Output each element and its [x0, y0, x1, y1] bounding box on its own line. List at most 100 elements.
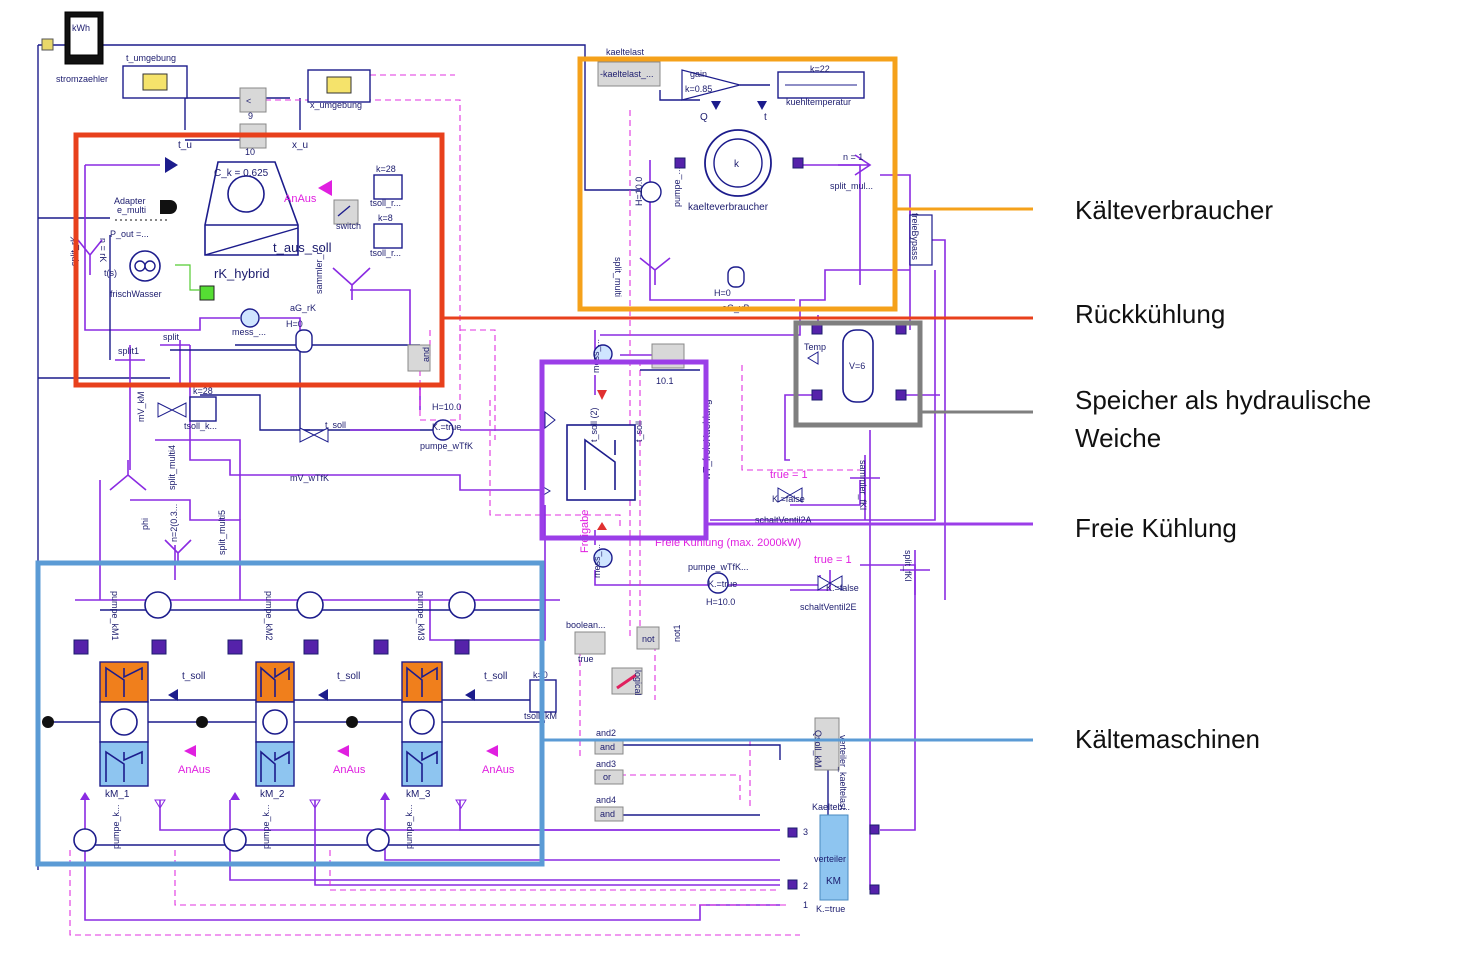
split1-block[interactable]: split1: [115, 346, 145, 361]
split-multi-kv[interactable]: split_multi: [613, 257, 671, 297]
and2-block[interactable]: and2 and: [594, 728, 624, 755]
tsoll-r-k28-block[interactable]: k=28 tsoll_r...: [370, 164, 403, 208]
t-soll-v-label: t_soll: [325, 420, 346, 430]
k28-label: k=28: [376, 164, 396, 174]
not1-label: not1: [672, 624, 682, 642]
info-icon[interactable]: [41, 38, 54, 51]
anaus-km3-label: AnAus: [482, 764, 515, 776]
table-icon: [142, 73, 168, 91]
kaeltemaschine-1[interactable]: kM_1: [99, 661, 149, 800]
qsoll-km-block[interactable]: Qsoll_kM verteiler_kaeltelast: [813, 717, 848, 811]
mv-wtfk-valve[interactable]: t_soll mV_wTfK: [290, 420, 346, 483]
adapter-block[interactable]: Adapter e_multi P_out =...: [110, 196, 177, 239]
qsoll-km-label: Qsoll_kM: [813, 730, 823, 768]
x-umgebung-label: x_umgebung: [310, 100, 362, 110]
freiebypass-block[interactable]: freieBypass: [909, 213, 933, 266]
k-symbol-label: k: [734, 159, 740, 170]
verteiler-km-block[interactable]: verteiler KM K.=true: [814, 814, 849, 914]
speicher-block[interactable]: V=6 Temp: [804, 329, 874, 403]
mess-sensor-rk[interactable]: mess_...: [232, 308, 266, 337]
and3-block[interactable]: and3 or: [594, 759, 624, 785]
split1-label: split1: [118, 346, 139, 356]
mess-fk-label: mess_...: [591, 339, 601, 373]
and4-block[interactable]: and4 and: [594, 795, 624, 822]
boolean-constant-block[interactable]: boolean... true: [566, 620, 606, 664]
not-label: not: [642, 634, 655, 644]
kaeltelast-block[interactable]: -kaeltelast_...: [597, 61, 661, 87]
sammler-r-block[interactable]: sammler_r...: [314, 244, 371, 300]
not1-block[interactable]: not not1: [636, 624, 682, 650]
pumpe-kv[interactable]: H=10.0 pumpe_...: [634, 167, 682, 207]
k-true-label-2: K.=true: [708, 579, 737, 589]
kuehltemperatur-block[interactable]: k=22 kuehltemperatur: [777, 64, 865, 107]
pumpe-wtfk[interactable]: H=10.0 K.=true pumpe_wTfK: [420, 402, 473, 451]
port-icon: [792, 157, 804, 169]
pumpe-k-3[interactable]: pumpe_k...: [366, 804, 414, 852]
flow-direction-icon: [597, 390, 607, 400]
and-label: and: [421, 347, 431, 362]
t-label: t: [764, 112, 767, 123]
gain-block-9[interactable]: < 9: [239, 87, 267, 121]
port-icon: [454, 639, 470, 655]
and-block-rk[interactable]: and: [407, 344, 431, 372]
tsoll-r-k8-block[interactable]: k=8 tsoll_r...: [370, 213, 403, 258]
logical-switch-block[interactable]: logical: [611, 667, 643, 696]
flow-port-icon: [230, 792, 240, 800]
and2-op-label: and: [600, 742, 615, 752]
split-multi-label: split_multi: [613, 257, 623, 297]
pumpe-k-2[interactable]: pumpe_k...: [223, 804, 271, 852]
rk-hybrid-block[interactable]: C_k = 0.625 rK_hybrid t_aus_soll: [204, 161, 332, 281]
tsoll-k-block[interactable]: k=28 tsoll_k...: [184, 386, 217, 431]
n2-label: n=2(0.3...: [169, 504, 179, 542]
gain-9-label: 9: [248, 111, 253, 121]
kaelteverbraucher-label: kaelteverbraucher: [688, 202, 769, 213]
stromzaehler-block[interactable]: kWh stromzaehler: [56, 11, 108, 84]
mv-km-valve[interactable]: [157, 402, 187, 418]
ag-vb-vessel[interactable]: H=0 aG_vB: [714, 266, 750, 313]
port-icon: [811, 389, 823, 401]
schaltventil2a-label: schaltVentil2A: [755, 515, 812, 525]
mess-sensor-fk-top[interactable]: mess_...: [591, 339, 613, 373]
kaelteb-label: Kaelteb...: [812, 802, 850, 812]
and4-label: and4: [596, 795, 616, 805]
pumpe-km3[interactable]: pumpe_kM3: [416, 591, 476, 641]
tsoll-r-label-1: tsoll_r...: [370, 198, 401, 208]
split-mul-block[interactable]: n = 1 split_mul...: [830, 152, 873, 191]
anaus-km1-label: AnAus: [178, 764, 211, 776]
kaelteverbraucher-block[interactable]: k kaelteverbraucher: [688, 129, 772, 213]
x-umgebung-table[interactable]: x_umgebung x_u: [292, 69, 371, 151]
pumpe-wtfk2-label: pumpe_wTfK...: [688, 562, 749, 572]
mv-km-label: mV_kM: [136, 391, 146, 422]
port-icon: [73, 639, 89, 655]
port-icon: [151, 639, 167, 655]
kaeltemaschine-2[interactable]: kM_2: [255, 661, 295, 800]
frischwasser-block[interactable]: t(s) frischWasser: [104, 250, 162, 299]
flow-port-icon: [80, 792, 90, 800]
split-block[interactable]: split: [160, 332, 190, 346]
compressor-icon: [409, 709, 435, 735]
split-multi4-block[interactable]: split_multi4: [109, 445, 177, 491]
schaltventil2a-block[interactable]: true = 1 K.=false schaltVentil2A: [755, 469, 812, 525]
electrical-port-icon: [42, 716, 54, 728]
gain-block-kv[interactable]: gain k=0.85: [681, 69, 743, 101]
ag-rk-vessel[interactable]: H=0 aG_rK: [286, 303, 316, 353]
mess-sensor-fk-bottom[interactable]: mess_...: [592, 544, 613, 578]
verteiler-kaeltelast-label: verteiler_kaeltelast: [838, 735, 848, 811]
gain-block-10[interactable]: 10: [239, 123, 267, 157]
pumpe-k-1[interactable]: pumpe_k...: [73, 804, 121, 852]
pumpe-km1[interactable]: pumpe_kM1: [110, 591, 172, 641]
region-speicher: [793, 320, 923, 428]
schaltventil2e-block[interactable]: true = 1 K.=false schaltVentil2E: [800, 554, 859, 612]
pumpe-km2[interactable]: pumpe_kM2: [264, 591, 324, 641]
split-fkl-block[interactable]: split_fKl: [900, 550, 930, 595]
pumpe-km2-label: pumpe_kM2: [264, 591, 274, 641]
pumpe-wtfk2[interactable]: pumpe_wTfK... K.=true H=10.0: [688, 562, 749, 607]
sammler-fkl-block[interactable]: sammler_fKl: [850, 460, 880, 510]
wt-freiekuehlung-block[interactable]: wT_freieKuehlung t_soll t_soll (2) Freig…: [566, 399, 713, 553]
legend-speicher-line1: Speicher als hydraulische: [1075, 385, 1371, 415]
switch-block[interactable]: switch: [333, 199, 361, 231]
t-umgebung-table[interactable]: t_umgebung t_u: [122, 53, 192, 151]
const-101-block[interactable]: 10.1: [651, 343, 685, 386]
or-op-label: or: [603, 772, 611, 782]
kaeltemaschine-3[interactable]: kM_3: [401, 661, 443, 800]
